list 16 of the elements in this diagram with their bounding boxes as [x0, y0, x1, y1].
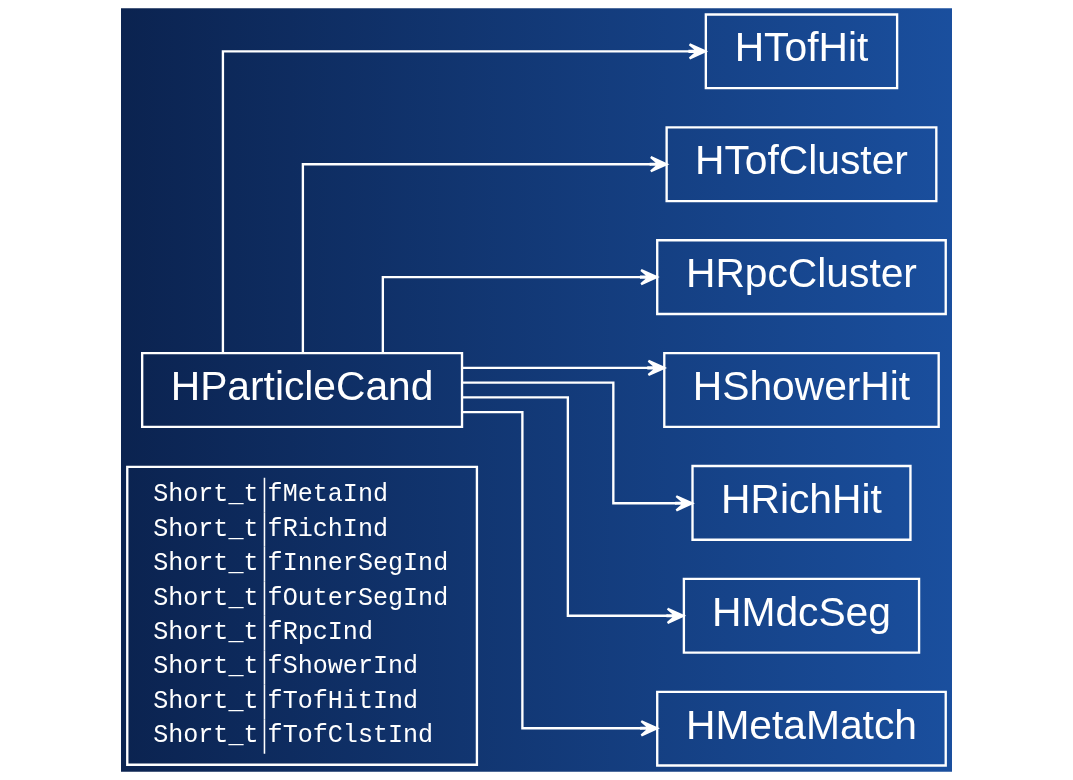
node-box: HMetaMatch	[656, 690, 947, 767]
node-box: HRichHit	[691, 464, 912, 541]
node-box: Short_t fMetaInd Short_t fRichInd Short_t fInnerSegInd Short_t fOuterSegInd Short_t fRpcInd Short_t fShowerInd Short_t fTofHitInd Short_t fTofClstInd	[126, 465, 479, 766]
arrow	[462, 410, 659, 737]
node-box: HShowerHit	[663, 351, 940, 429]
arrow	[221, 43, 707, 354]
arrow	[462, 396, 685, 624]
arrow	[301, 156, 668, 353]
node-box: HTofCluster	[665, 126, 938, 203]
arrow	[462, 359, 666, 377]
arrow	[462, 381, 694, 512]
node-box: HRpcCluster	[656, 239, 947, 316]
arrow	[381, 268, 658, 354]
node-box: HParticleCand	[141, 351, 464, 429]
node-box: HTofHit	[704, 13, 899, 90]
node-box: HMdcSeg	[682, 577, 921, 654]
